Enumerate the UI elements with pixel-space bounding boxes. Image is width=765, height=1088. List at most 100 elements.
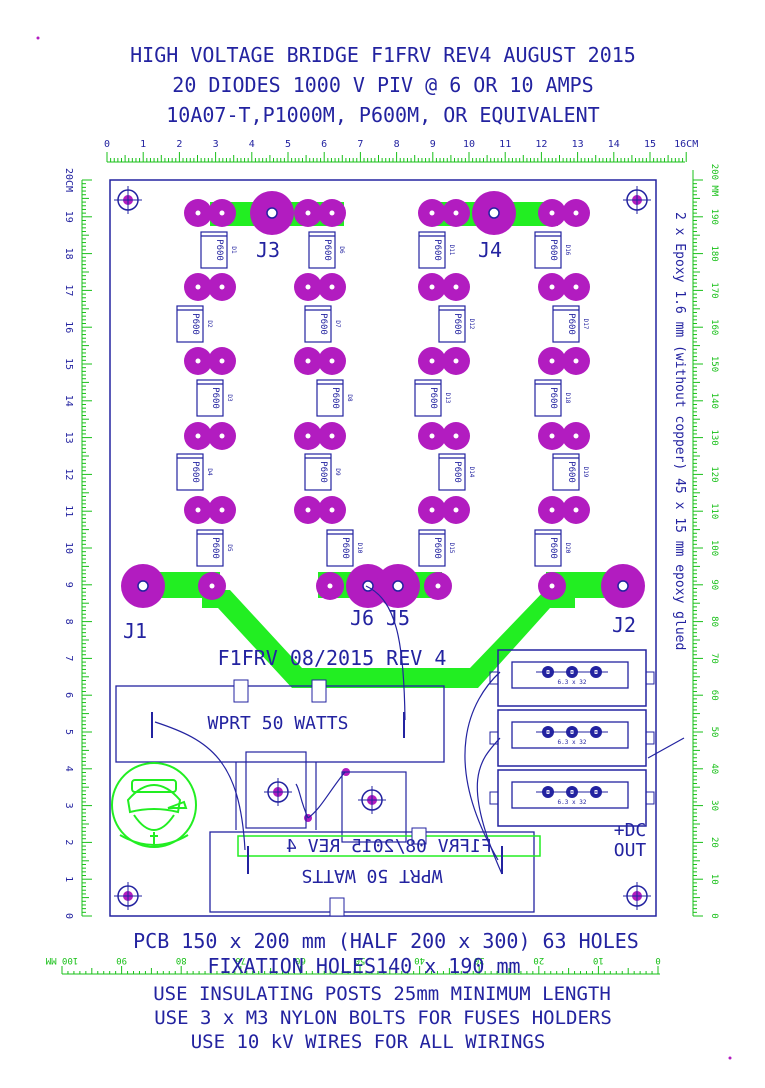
diode-part-label: P600 xyxy=(452,461,462,483)
fuse-label: 6.3 x 32 xyxy=(558,679,587,686)
board-outline xyxy=(109,179,657,917)
ruler-bottom-label: 100 MM xyxy=(45,955,78,965)
diode-body xyxy=(176,305,204,343)
diode-name-label: D15 xyxy=(448,543,455,554)
diode-part-label: P600 xyxy=(318,313,328,335)
fuse-clip xyxy=(489,671,499,685)
ruler-right-label: 20 xyxy=(709,837,719,848)
fuse-clip xyxy=(645,731,655,745)
diode-part-label: P600 xyxy=(318,461,328,483)
pad-hole xyxy=(549,507,555,513)
pad-hole xyxy=(453,210,459,216)
diode-body xyxy=(552,453,580,491)
diode-name-label: D6 xyxy=(338,246,345,254)
pad-hole xyxy=(435,583,441,589)
pad-hole xyxy=(573,210,579,216)
diode-name-label: D2 xyxy=(206,320,213,328)
fuse-body xyxy=(511,661,629,689)
pad-hole xyxy=(488,207,500,219)
ruler-left-label: 5 xyxy=(63,729,74,735)
pad-hole xyxy=(137,580,149,592)
diode-name-label: D9 xyxy=(334,468,341,476)
pad-hole xyxy=(327,583,333,589)
diode-body xyxy=(196,379,224,417)
diode-name-label: D1 xyxy=(230,246,237,254)
ruler-right-label: 140 xyxy=(709,393,719,409)
diode-name-label: D19 xyxy=(582,467,589,478)
ruler-right-label: 150 xyxy=(709,356,719,372)
pad-hole xyxy=(329,507,335,513)
pad-hole xyxy=(219,433,225,439)
dc-out-line-1: +DC xyxy=(614,820,647,841)
ruler-left-label: 4 xyxy=(63,766,74,772)
ruler-bottom-label: 10 xyxy=(593,955,604,965)
pad-hole xyxy=(429,284,435,290)
ruler-top-label: 11 xyxy=(499,139,511,150)
diode-body xyxy=(304,305,332,343)
ruler-top-label: 8 xyxy=(394,139,400,150)
diode-part-label: P600 xyxy=(428,387,438,409)
pad-hole xyxy=(329,284,335,290)
diode-body xyxy=(308,231,336,269)
diode-part-label: P600 xyxy=(548,537,558,559)
label-j3: J3 xyxy=(256,238,280,262)
ruler-top-label: 4 xyxy=(249,139,255,150)
pad-hole xyxy=(195,358,201,364)
ruler-left-label: 8 xyxy=(63,619,74,625)
ruler-top-label: 1 xyxy=(140,139,146,150)
resistor-brackets xyxy=(235,751,407,843)
pad-hole xyxy=(573,507,579,513)
side-note: 2 x Epoxy 1.6 mm (without copper) 45 x 1… xyxy=(672,212,687,650)
pad-hole xyxy=(429,433,435,439)
ruler-left-label: 1 xyxy=(63,876,74,882)
fuse-holder: 6.3 x 32 xyxy=(489,709,655,767)
pad-hole xyxy=(219,210,225,216)
pad-hole xyxy=(329,358,335,364)
pad-hole xyxy=(195,433,201,439)
diode: P600 D1 xyxy=(200,231,237,269)
ruler-right-label: 130 xyxy=(709,429,719,445)
ruler-bottom-label: 40 xyxy=(414,955,425,965)
ruler-top-label: 12 xyxy=(535,139,547,150)
ruler-right-label: 170 xyxy=(709,282,719,298)
pad-hole xyxy=(305,433,311,439)
diode-part-label: P600 xyxy=(322,239,332,261)
ruler-top-label: 10 xyxy=(463,139,475,150)
diode-part-label: P600 xyxy=(214,239,224,261)
ruler-right-label: 80 xyxy=(709,616,719,627)
fuse-body xyxy=(511,781,629,809)
ruler-top-label: 3 xyxy=(213,139,219,150)
fuse-holder: 6.3 x 32 xyxy=(489,769,655,827)
ruler-left-label: 9 xyxy=(63,582,74,588)
diode-part-label: P600 xyxy=(548,387,558,409)
diode-part-label: P600 xyxy=(566,461,576,483)
ruler-top-label: 6 xyxy=(321,139,327,150)
pad-hole xyxy=(573,358,579,364)
diode-body xyxy=(200,231,228,269)
ruler-right-label: 90 xyxy=(709,579,719,590)
ruler-left-label: 7 xyxy=(63,655,74,661)
pad-hole xyxy=(573,433,579,439)
ruler-right-label: 200 MM xyxy=(709,164,719,197)
pad-hole xyxy=(219,358,225,364)
diode-name-label: D4 xyxy=(206,468,213,476)
diode-name-label: D8 xyxy=(346,394,353,402)
pad-hole xyxy=(266,207,278,219)
ruler-top-label: 7 xyxy=(357,139,363,150)
ruler-left-label: 11 xyxy=(63,505,74,517)
resistor-1-label: WPRT 50 WATTS xyxy=(208,713,349,734)
diode-body xyxy=(196,529,224,567)
pad-hole xyxy=(573,284,579,290)
footer-line-3: USE INSULATING POSTS 25mm MINIMUM LENGTH xyxy=(153,983,611,1005)
pad-hole xyxy=(305,210,311,216)
